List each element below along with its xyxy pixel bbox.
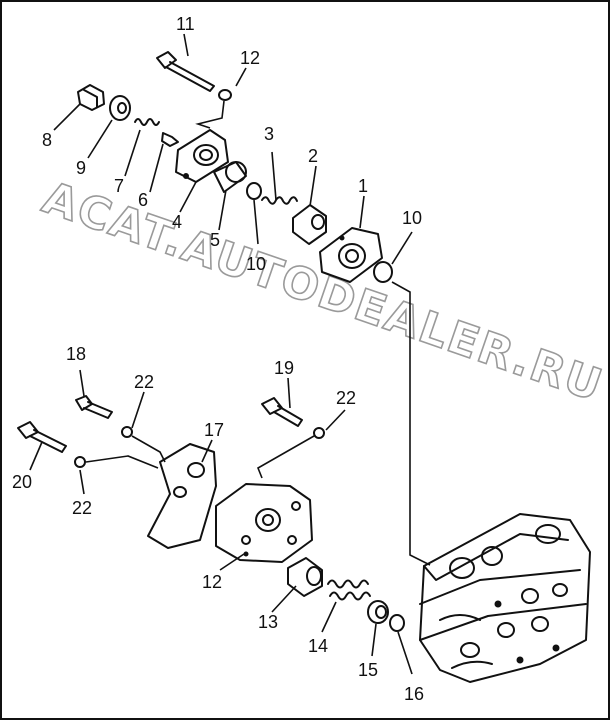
callout-5: 5 (210, 230, 220, 250)
callout-10-left: 10 (246, 254, 266, 274)
callout-13: 12 (202, 572, 222, 592)
callout-10-right: 10 (402, 208, 422, 228)
part-6-poppet (161, 132, 179, 147)
part-20-bolt (261, 397, 303, 427)
callout-4: 4 (172, 212, 182, 232)
callout-8: 8 (42, 130, 52, 150)
callout-12: 12 (240, 48, 260, 68)
callout-22-top: 22 (134, 372, 154, 392)
part-22-washer-b (74, 456, 86, 468)
leader-22b (85, 455, 159, 469)
part-10-oring-left (246, 182, 262, 200)
leader-22c (256, 435, 315, 479)
part-22-washer-c (313, 427, 325, 439)
callout-7: 7 (114, 176, 124, 196)
callout-6: 6 (138, 190, 148, 210)
callout-15: 14 (308, 636, 328, 656)
callout-2: 2 (308, 146, 318, 166)
callout-14: 13 (258, 612, 278, 632)
part-11-bolt (156, 51, 215, 92)
callout-19: 18 (66, 344, 86, 364)
callout-11: 11 (176, 14, 195, 34)
control-valve-block (419, 513, 591, 683)
callout-22-right: 22 (336, 388, 356, 408)
callout-16: 15 (358, 660, 378, 680)
callout-22-bottom: 22 (72, 498, 92, 518)
part-8-bolt (77, 84, 105, 111)
part-21-bolt (17, 421, 67, 453)
callout-17: 16 (404, 684, 424, 704)
part-1-body (319, 227, 383, 283)
part-15-spring (327, 579, 371, 601)
part-9-nut (109, 95, 131, 121)
callout-20: 19 (274, 358, 294, 378)
part-10-oring-right (373, 261, 393, 283)
callout-leaders (29, 33, 413, 675)
callout-3: 3 (264, 124, 274, 144)
part-13-housing (215, 483, 313, 563)
part-12-washer (218, 89, 232, 101)
part-5-sleeve (213, 161, 247, 193)
part-16-plug (367, 600, 389, 624)
part-7-spring (134, 118, 160, 126)
leader-12 (195, 100, 225, 129)
part-18-bracket (147, 443, 217, 549)
callout-21: 20 (12, 472, 32, 492)
part-19-bolt (75, 395, 113, 419)
assembly-line (391, 281, 431, 566)
leader-22a (131, 435, 166, 463)
part-3-spring (261, 196, 298, 205)
watermark-text: ACAT.AUTODEALER.RU (36, 172, 609, 412)
part-22-washer-a (121, 426, 133, 438)
part-17-oring (389, 614, 405, 632)
callout-1: 1 (358, 176, 368, 196)
part-14-piston (287, 557, 323, 597)
part-4-cover (175, 129, 229, 183)
callout-18: 17 (204, 420, 224, 440)
part-2-spool (292, 204, 327, 245)
callout-9: 9 (76, 158, 86, 178)
